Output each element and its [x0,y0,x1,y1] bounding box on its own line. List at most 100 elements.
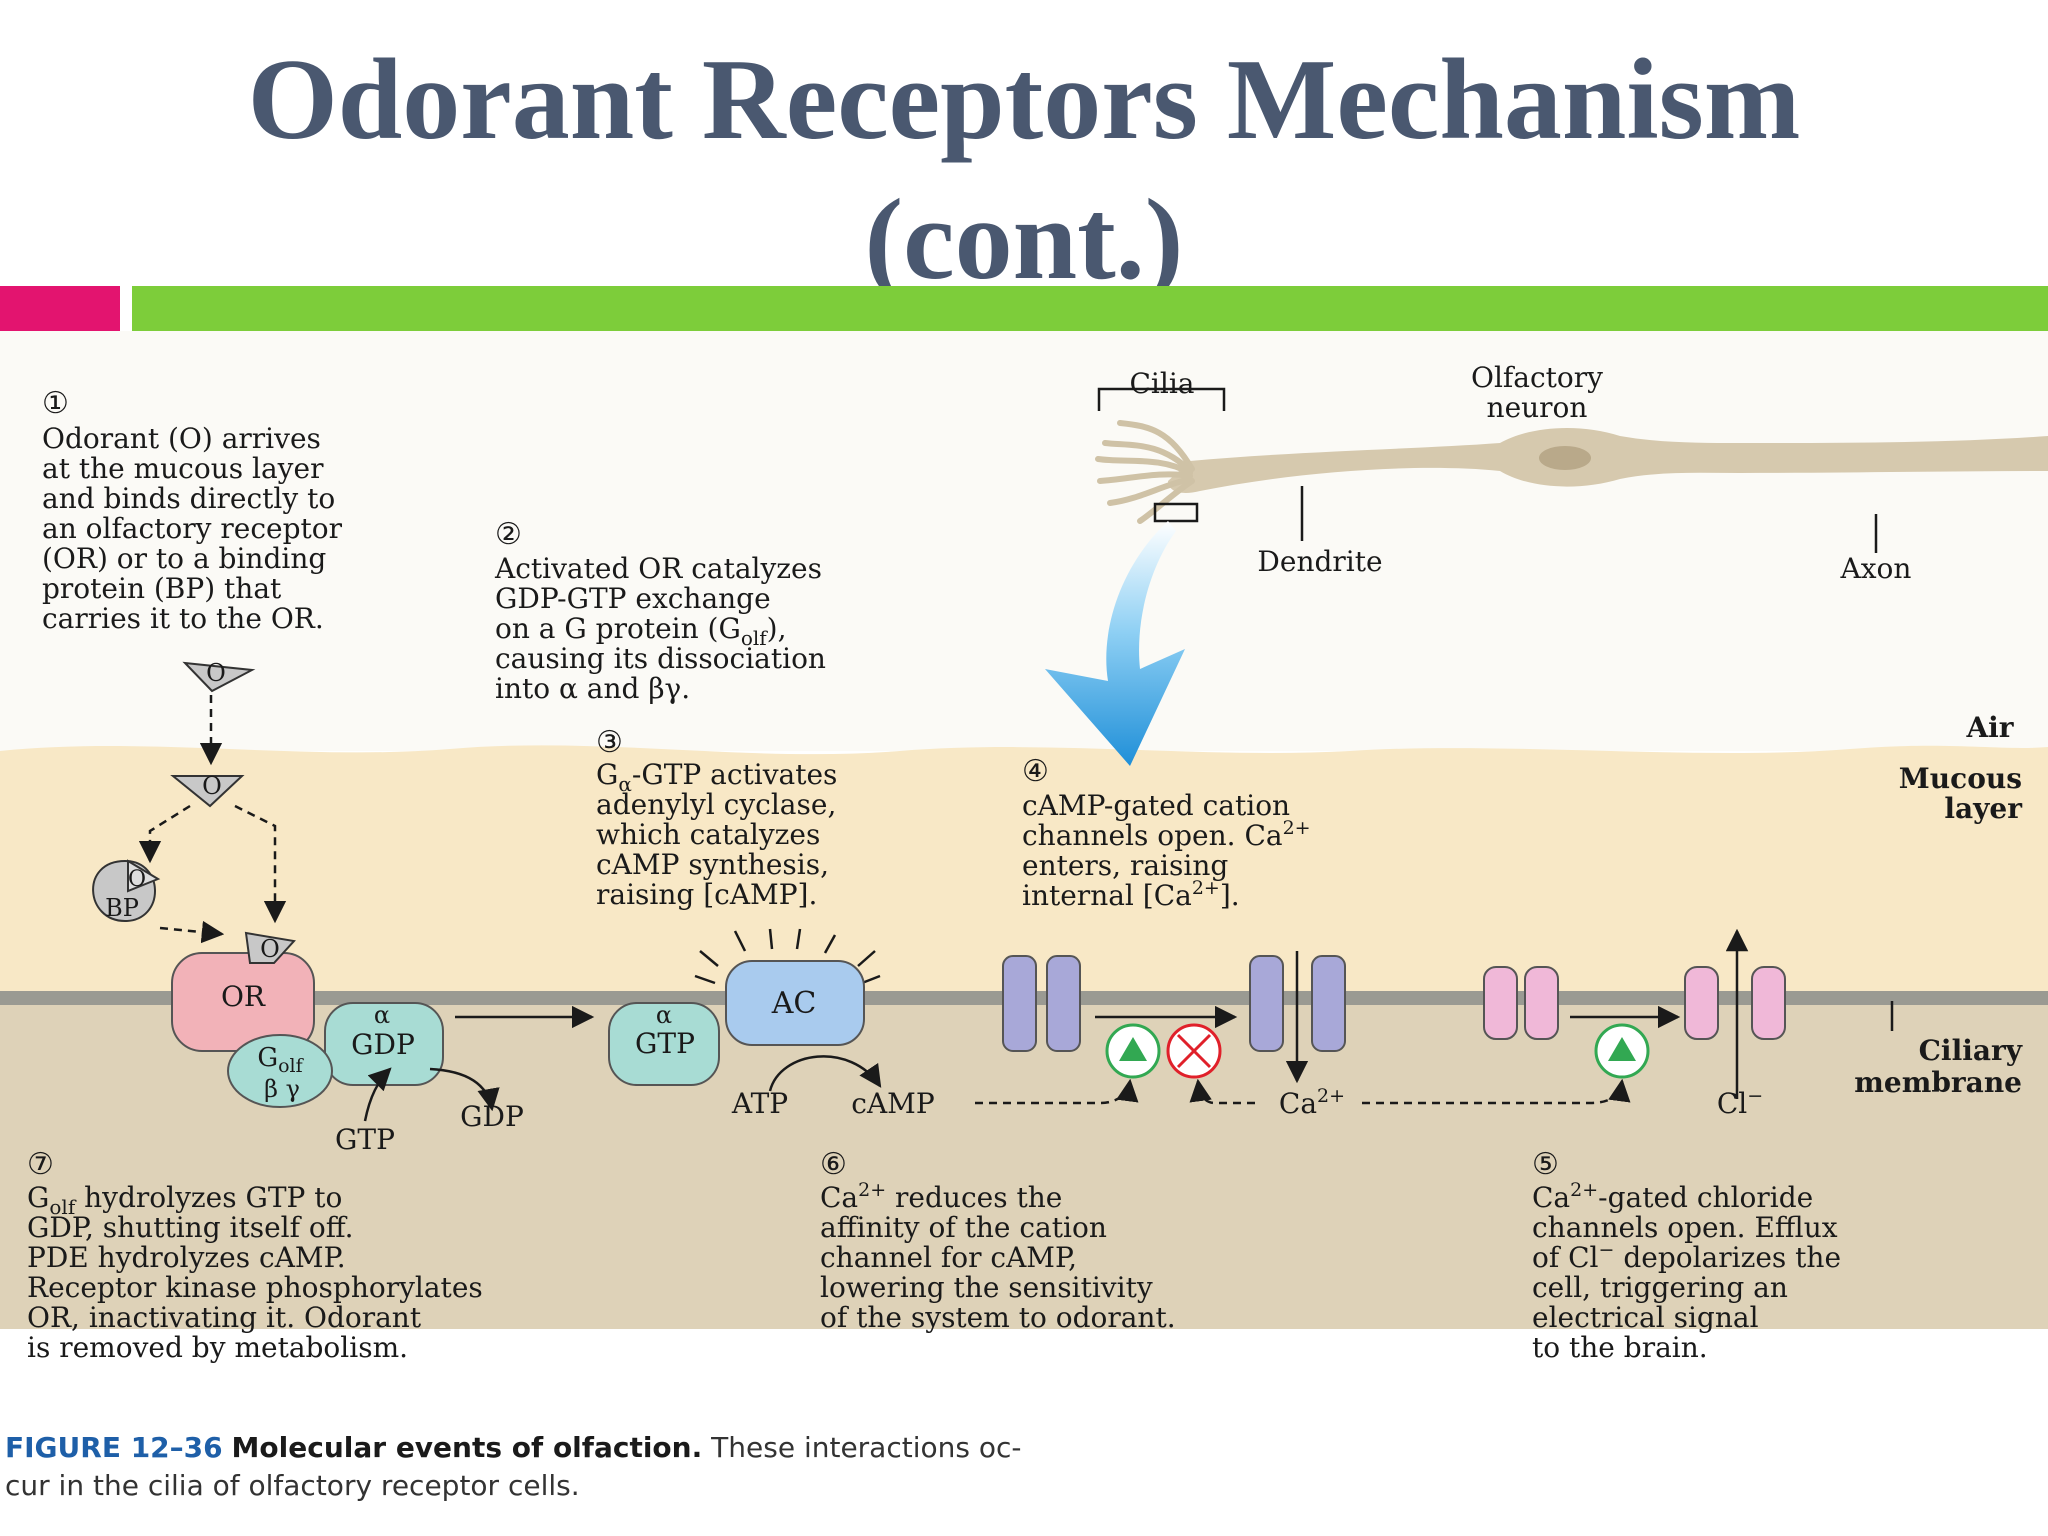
step-6-line: lowering the sensitivity [820,1271,1153,1304]
ca-inhibition-symbol [1166,1023,1222,1079]
step-7-pre: G [27,1181,49,1214]
ciliary-label-1: Ciliary [1919,1034,2023,1067]
step-3-line: which catalyzes [596,818,820,851]
axon-label: Axon [1840,552,1912,585]
step-6-line: affinity of the cation [820,1211,1107,1244]
caption-bold: Molecular events of olfaction. [232,1431,703,1464]
chloride-channel-closed [1483,966,1559,1040]
step-2-line: causing its dissociation [495,642,826,675]
step-2-line-3-main: on a G protein (G [495,612,741,645]
step-7-line: OR, inactivating it. Odorant [27,1301,422,1334]
caption-spacer [223,1431,232,1464]
step-6-line-1-main: reduces the [886,1181,1062,1214]
step-4-superscript-2: 2+ [1192,877,1220,899]
step-4-line: enters, raising [1022,849,1228,882]
accent-bar-pink [0,286,120,331]
olfaction-diagram: Cilia Olfactory neuron Dendrite Axon Air… [0,331,2048,1502]
odorant-label: O [202,772,222,800]
step-5-line: electrical signal [1532,1301,1759,1334]
caption-line-1: FIGURE 12–36 Molecular events of olfacti… [5,1431,1022,1464]
step-1-line: Odorant (O) arrives [42,422,321,455]
gdp-label: GDP [351,1028,415,1061]
ac-label: AC [771,986,817,1021]
camp-activation-symbol [1105,1023,1161,1079]
step-1-line: an olfactory receptor [42,512,343,545]
alpha-gtp-alpha: α [656,1001,672,1029]
odorant-molecule: O [182,659,256,693]
beta-gamma-label: β γ [264,1075,300,1103]
accent-bar-green [132,286,2048,331]
step-4-line-4: internal [Ca2+]. [1022,877,1240,912]
ca-label: Ca2+ [1279,1085,1345,1120]
zoom-arrow [1045,521,1185,766]
step-5-line-3: of Cl− depolarizes the [1532,1239,1841,1274]
step-1-text: ① Odorant (O) arrives at the mucous laye… [42,386,343,635]
alpha-label: α [374,1001,390,1029]
olfactory-receptor: OR O [171,931,315,1052]
step-1-line: at the mucous layer [42,452,324,485]
step-4-number: ④ [1022,754,1049,789]
step-7-text: ⑦ Golf hydrolyzes GTP to GDP, shutting i… [27,1147,483,1364]
bp-label: BP [105,894,139,922]
step-5-line-3-a: of Cl [1532,1241,1599,1274]
gtp-in-arrow [363,1067,392,1122]
step-3-line: adenylyl cyclase, [596,788,836,821]
air-label: Air [1965,711,2014,744]
step-6-line: channel for cAMP, [820,1241,1077,1274]
step-2-line: GDP-GTP exchange [495,582,771,615]
step-3-text: ③ Gα-GTP activates adenylyl cyclase, whi… [596,725,837,911]
g-alpha-gtp: α GTP [608,1001,720,1086]
slide-title-line-2: (cont.) [864,176,1184,304]
cl-label: Cl− [1717,1085,1763,1120]
golf-subscript: olf [278,1055,305,1077]
odorant-label: O [206,659,226,687]
ca-to-chloride-arrow [1362,1078,1631,1105]
step-1-number: ① [42,386,69,421]
step-6-superscript: 2+ [858,1179,886,1201]
step-2-line-3: on a G protein (Golf), [495,612,787,650]
neuron-nucleus [1539,446,1591,470]
step-3-pre: G [596,758,618,791]
dendrite-label: Dendrite [1257,545,1382,578]
g-protein-alpha-gdp: α GDP [324,1001,444,1086]
step-7-number: ⑦ [27,1147,54,1182]
step-5-line-1-main: -gated chloride [1598,1181,1813,1214]
mucous-label-1: Mucous [1899,762,2022,795]
step-5-line: channels open. Efflux [1532,1211,1838,1244]
camp-label: cAMP [851,1087,934,1120]
cation-channel-closed [1002,955,1081,1052]
adenylyl-cyclase: AC [694,928,881,1046]
step-3-line-1-main: -GTP activates [632,758,838,791]
step-5-text: ⑤ Ca2+-gated chloride channels open. Eff… [1532,1147,1841,1364]
alpha-gtp-label: GTP [635,1027,695,1060]
odorant-to-or-arrow [234,804,287,924]
bp-odorant-label: O [128,867,146,892]
or-odorant-label: O [260,935,280,963]
step-4-line-2: channels open. Ca2+ [1022,817,1311,852]
step-4-superscript: 2+ [1283,817,1311,839]
step-6-line: of the system to odorant. [820,1301,1176,1334]
g-olf-beta-gamma: Golf β γ [227,1034,333,1108]
step-5-line: cell, triggering an [1532,1271,1788,1304]
step-3-line-1: Gα-GTP activates [596,758,837,796]
step-6-pre: Ca [820,1181,858,1214]
step-5-line: to the brain. [1532,1331,1708,1364]
step-2-line: Activated OR catalyzes [494,552,822,585]
step-1-line: (OR) or to a binding [42,542,326,575]
step-5-superscript-2: − [1599,1239,1615,1261]
figure-caption: FIGURE 12–36 Molecular events of olfacti… [5,1431,1022,1502]
odorant-to-bp-arrow [138,804,191,864]
step-5-pre: Ca [1532,1181,1570,1214]
cation-channel-open [1249,955,1346,1052]
step-4-line: cAMP-gated cation [1022,789,1290,822]
bp-to-or-arrow [159,920,225,944]
step-2-text: ② Activated OR catalyzes GDP-GTP exchang… [494,517,826,705]
step-3-number: ③ [596,725,623,760]
step-4-text: ④ cAMP-gated cation channels open. Ca2+ … [1022,754,1311,912]
gtp-label: GTP [335,1123,395,1156]
caption-rest-1: These interactions oc- [702,1431,1021,1464]
gdp-out-label: GDP [460,1100,524,1133]
ca-main: Ca [1279,1087,1317,1120]
step-7-subscript: olf [49,1195,76,1219]
gdp-out-arrow [429,1067,500,1112]
